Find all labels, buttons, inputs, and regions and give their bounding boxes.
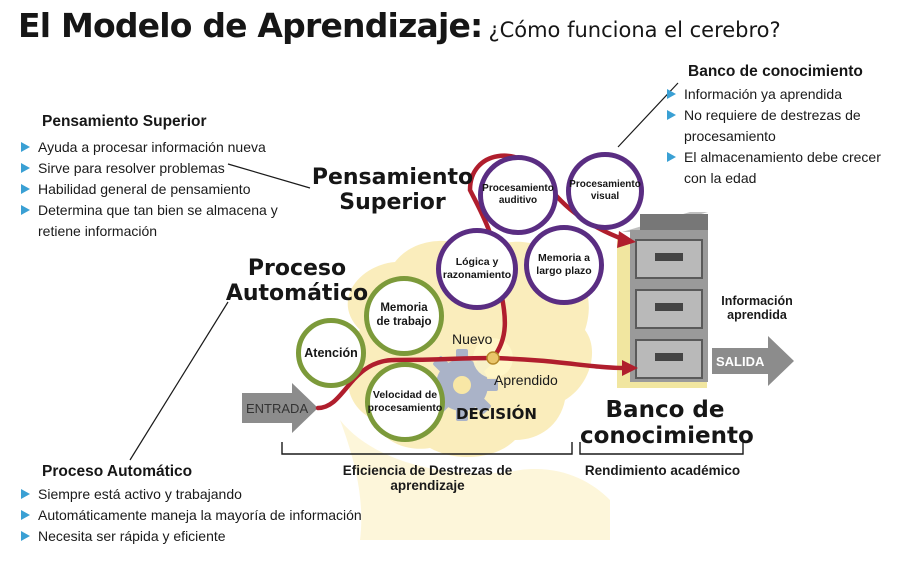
bullet-triangle-icon: [21, 184, 30, 194]
pensamiento-big-label: Pensamiento Superior: [311, 165, 474, 215]
arrowhead-cabinet: [617, 231, 636, 248]
list-item: Necesita ser rápida y eficiente: [20, 526, 402, 547]
eficiencia-caption: Eficiencia de Destrezas de aprendizaje: [342, 463, 513, 493]
automatico-block: Proceso Automático Siempre está activo y…: [21, 463, 402, 547]
bullet-triangle-icon: [21, 510, 30, 520]
brackets: [281, 442, 744, 455]
list-item: El almacenamiento debe crecer con la eda…: [666, 147, 893, 189]
rendimiento-caption: Rendimiento académico: [584, 463, 741, 478]
proceso-big-label: Proceso Automático: [225, 256, 369, 306]
banco-heading: Banco de conocimiento: [688, 63, 863, 80]
list-item: Ayuda a procesar información nueva: [20, 137, 317, 158]
pensamiento-block: Pensamiento Superior Ayuda a procesar in…: [21, 113, 317, 242]
circle-velocidad: Velocidad de procesamiento: [365, 362, 445, 442]
banco-big-label: Banco de conocimiento: [580, 397, 754, 449]
list-item: No requiere de destrezas de procesamient…: [666, 105, 893, 147]
bullet-triangle-icon: [667, 152, 676, 162]
nuevo-label: Nuevo: [452, 331, 493, 347]
page-title: El Modelo de Aprendizaje:¿Cómo funciona …: [18, 6, 781, 45]
bullet-triangle-icon: [21, 142, 30, 152]
filing-cabinet-icon: [617, 212, 708, 388]
bullet-triangle-icon: [21, 205, 30, 215]
list-item: Habilidad general de pensamiento: [20, 179, 317, 200]
banco-block: Banco de conocimiento Información ya apr…: [667, 63, 893, 189]
title-main: El Modelo de Aprendizaje:: [18, 6, 483, 45]
info-aprendida-label: Información aprendida: [721, 294, 793, 322]
circle-logica: Lógica y razonamiento: [436, 228, 518, 310]
bullet-triangle-icon: [667, 110, 676, 120]
automatico-heading: Proceso Automático: [42, 463, 193, 480]
list-item: Siempre está activo y trabajando: [20, 484, 402, 505]
list-item: Determina que tan bien se almacena y ret…: [20, 200, 288, 242]
aprendido-label: Aprendido: [494, 372, 558, 388]
list-item: Información ya aprendida: [666, 84, 893, 105]
circle-auditivo: Procesamiento auditivo: [478, 155, 558, 235]
pensamiento-heading: Pensamiento Superior: [42, 113, 207, 130]
circle-visual: Procesamiento visual: [566, 152, 644, 230]
arrowhead-banco: [622, 360, 638, 376]
bullet-triangle-icon: [667, 89, 676, 99]
salida-label: SALIDA: [716, 354, 765, 369]
salida-arrow: [712, 336, 794, 386]
circle-atencion: Atención: [296, 318, 366, 388]
bullet-triangle-icon: [21, 531, 30, 541]
circle-memoria-trabajo: Memoria de trabajo: [364, 276, 444, 356]
entrada-arrow: [242, 383, 318, 433]
title-subtitle: ¿Cómo funciona el cerebro?: [488, 18, 781, 42]
circle-largo-plazo: Memoria a largo plazo: [524, 225, 604, 305]
decision-node: [486, 351, 500, 365]
list-item: Automáticamente maneja la mayoría de inf…: [20, 505, 402, 526]
list-item: Sirve para resolver problemas: [20, 158, 317, 179]
entrada-label: ENTRADA: [246, 401, 309, 416]
bullet-triangle-icon: [21, 163, 30, 173]
bullet-triangle-icon: [21, 489, 30, 499]
decision-label: DECISIÓN: [456, 405, 537, 423]
